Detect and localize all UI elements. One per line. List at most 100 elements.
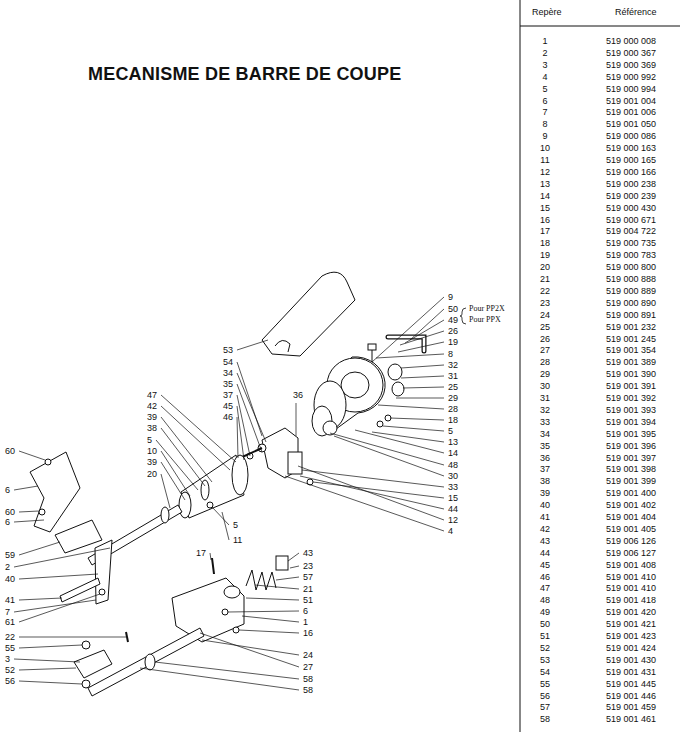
table-reference: 519 001 245 xyxy=(605,334,657,344)
brace xyxy=(460,308,466,324)
leader-line xyxy=(212,507,229,525)
nut-part xyxy=(82,641,90,649)
table-reference: 519 001 050 xyxy=(605,119,657,129)
title: MECANISME DE BARRE DE COUPE xyxy=(88,64,401,85)
spring-part xyxy=(246,570,276,590)
callout-number: 45 xyxy=(222,401,234,411)
callout-number: 18 xyxy=(447,415,459,425)
table-number: 39 xyxy=(530,488,560,498)
table-reference: 519 001 410 xyxy=(605,572,657,582)
leader-line xyxy=(19,645,82,648)
callout-number: 19 xyxy=(447,337,459,347)
callout-number: 25 xyxy=(447,382,459,392)
leader-line xyxy=(222,512,229,540)
leader-line xyxy=(14,600,96,612)
table-number: 58 xyxy=(530,714,560,724)
table-reference: 519 001 395 xyxy=(605,429,657,439)
callout-number: 54 xyxy=(222,357,234,367)
table-number: 20 xyxy=(530,262,560,272)
table-number: 30 xyxy=(530,381,560,391)
table-number: 56 xyxy=(530,691,560,701)
table-reference: 519 000 239 xyxy=(605,191,657,201)
leader-line xyxy=(302,470,444,487)
table-reference: 519 001 392 xyxy=(605,393,657,403)
leader-line xyxy=(19,542,60,555)
leader-line xyxy=(237,395,250,456)
table-number: 16 xyxy=(530,215,560,225)
callout-number: 33 xyxy=(447,482,459,492)
bolt-part xyxy=(368,344,376,350)
table-reference: 519 001 006 xyxy=(605,107,657,117)
callout-number: 60 xyxy=(4,507,16,517)
table-reference: 519 001 410 xyxy=(605,583,657,593)
leader-line xyxy=(19,681,82,684)
callout-number: 58 xyxy=(302,685,314,695)
callout-number: 17 xyxy=(195,548,207,558)
callout-number: 21 xyxy=(302,584,314,594)
leader-line xyxy=(285,476,444,531)
table-reference: 519 000 166 xyxy=(605,167,657,177)
table-reference: 519 000 671 xyxy=(605,215,657,225)
leader-line xyxy=(14,520,44,522)
leader-line xyxy=(401,365,444,368)
pin-part xyxy=(126,632,128,642)
gear-part xyxy=(323,421,337,435)
table-number: 45 xyxy=(530,560,560,570)
table-number: 9 xyxy=(530,131,560,141)
callout-number: 28 xyxy=(447,404,459,414)
variant-note: Pour PP2X xyxy=(468,304,506,314)
table-number: 15 xyxy=(530,203,560,213)
table-reference: 519 001 431 xyxy=(605,667,657,677)
cap-part xyxy=(276,556,288,570)
table-reference: 519 001 418 xyxy=(605,595,657,605)
table-number: 11 xyxy=(530,155,560,165)
callout-number: 56 xyxy=(4,676,16,686)
table-number: 21 xyxy=(530,274,560,284)
leader-line xyxy=(334,436,444,476)
table-number: 44 xyxy=(530,548,560,558)
table-number: 46 xyxy=(530,572,560,582)
nut-part xyxy=(377,421,383,427)
leader-line xyxy=(19,574,98,579)
callout-number: 4 xyxy=(447,526,454,536)
table-reference: 519 000 163 xyxy=(605,143,657,153)
table-number: 55 xyxy=(530,679,560,689)
callout-number: 26 xyxy=(447,326,459,336)
leader-line xyxy=(410,309,444,340)
table-number: 35 xyxy=(530,441,560,451)
leader-line xyxy=(155,662,299,679)
callout-number: 40 xyxy=(4,574,16,584)
table-number: 4 xyxy=(530,72,560,82)
tube-part xyxy=(201,480,209,500)
table-reference: 519 000 888 xyxy=(605,274,657,284)
leader-line xyxy=(296,403,297,436)
leader-line xyxy=(237,384,262,452)
table-reference: 519 001 232 xyxy=(605,322,657,332)
leader-line xyxy=(19,511,39,512)
callout-number: 11 xyxy=(232,535,243,545)
leader-line xyxy=(398,342,444,352)
rod-part xyxy=(60,578,100,602)
leader-line xyxy=(19,594,100,622)
table-reference: 519 000 165 xyxy=(605,155,657,165)
table-reference: 519 000 086 xyxy=(605,131,657,141)
callout-number: 38 xyxy=(146,423,158,433)
leader-line xyxy=(19,598,62,600)
leader-line xyxy=(400,331,444,345)
table-reference: 519 001 402 xyxy=(605,500,657,510)
table-number: 18 xyxy=(530,238,560,248)
table-reference: 519 001 393 xyxy=(605,405,657,415)
callout-number: 23 xyxy=(302,561,314,571)
leader-line xyxy=(376,354,444,358)
guard-clip xyxy=(275,340,290,352)
table-reference: 519 001 430 xyxy=(605,655,657,665)
leader-line xyxy=(290,566,299,568)
nut-part xyxy=(222,609,228,615)
table-number: 41 xyxy=(530,512,560,522)
nut-part xyxy=(82,680,90,688)
callout-number: 6 xyxy=(4,517,11,527)
table-number: 6 xyxy=(530,96,560,106)
table-number: 22 xyxy=(530,286,560,296)
table-reference: 519 001 396 xyxy=(605,441,657,451)
table-reference: 519 001 397 xyxy=(605,453,657,463)
